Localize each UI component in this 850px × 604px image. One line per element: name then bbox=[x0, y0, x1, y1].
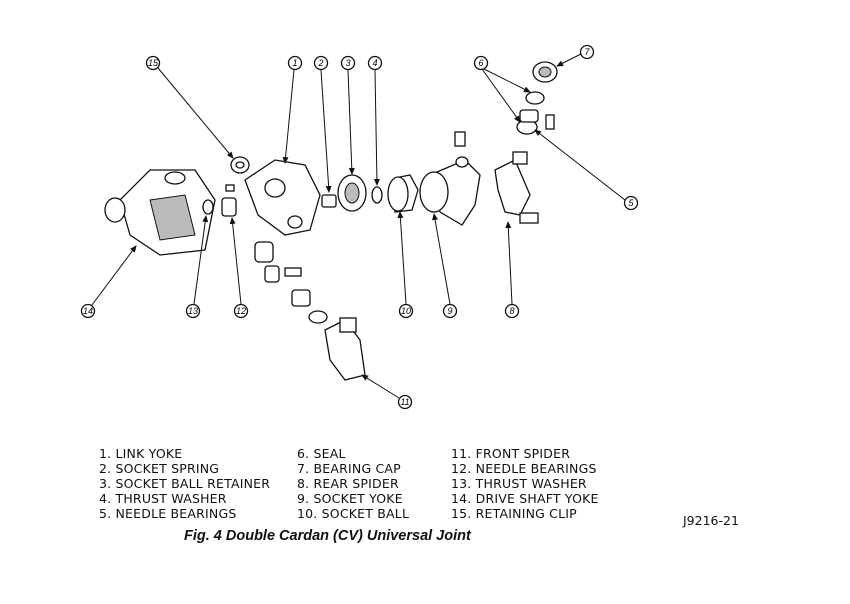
callout-13: 13 bbox=[185, 303, 201, 319]
svg-text:12: 12 bbox=[236, 306, 246, 316]
legend-column-3: 11. FRONT SPIDER 12. NEEDLE BEARINGS 13.… bbox=[451, 446, 599, 521]
legend-item: 2. SOCKET SPRING bbox=[99, 461, 220, 476]
legend-item: 12. NEEDLE BEARINGS bbox=[451, 461, 597, 476]
callout-3: 3 bbox=[340, 55, 356, 71]
legend-item: 13. THRUST WASHER bbox=[451, 476, 587, 491]
needle-bearings-12 bbox=[221, 184, 237, 217]
socket-ball-retainer bbox=[337, 174, 367, 212]
retaining-clip bbox=[230, 156, 250, 174]
svg-text:8: 8 bbox=[509, 306, 514, 316]
figure-caption: Fig. 4 Double Cardan (CV) Universal Join… bbox=[184, 528, 471, 544]
callout-9: 9 bbox=[442, 303, 458, 319]
legend-item: 3. SOCKET BALL RETAINER bbox=[99, 476, 271, 491]
needle-bearings-5 bbox=[519, 109, 539, 123]
svg-text:1: 1 bbox=[292, 58, 297, 68]
callout-8: 8 bbox=[504, 303, 520, 319]
legend-item: 15. RETAINING CLIP bbox=[451, 506, 577, 521]
legend-item: 6. SEAL bbox=[297, 446, 346, 461]
svg-text:3: 3 bbox=[345, 58, 350, 68]
callout-15: 15 bbox=[145, 55, 161, 71]
bearing-cap bbox=[532, 61, 558, 83]
legend-item: 11. FRONT SPIDER bbox=[451, 446, 571, 461]
callout-1: 1 bbox=[287, 55, 303, 71]
svg-text:7: 7 bbox=[584, 47, 590, 57]
socket-ball bbox=[387, 174, 419, 213]
drive-shaft-yoke bbox=[104, 169, 216, 256]
svg-text:9: 9 bbox=[447, 306, 452, 316]
leader-lines bbox=[91, 53, 626, 399]
front-spider-assembly bbox=[254, 241, 366, 381]
svg-text:6: 6 bbox=[478, 58, 483, 68]
callout-14: 14 bbox=[80, 303, 96, 319]
legend-item: 5. NEEDLE BEARINGS bbox=[99, 506, 237, 521]
legend-item: 14. DRIVE SHAFT YOKE bbox=[451, 491, 599, 506]
svg-text:14: 14 bbox=[83, 306, 93, 316]
figure-id: J9216-21 bbox=[683, 513, 739, 528]
svg-text:2: 2 bbox=[317, 58, 323, 68]
legend-item: 1. LINK YOKE bbox=[99, 446, 183, 461]
svg-text:15: 15 bbox=[148, 58, 159, 68]
svg-text:13: 13 bbox=[188, 306, 198, 316]
callout-10: 10 bbox=[398, 303, 414, 319]
socket-yoke bbox=[419, 131, 481, 226]
legend-item: 7. BEARING CAP bbox=[297, 461, 401, 476]
legend-column-2: 6. SEAL 7. BEARING CAP 8. REAR SPIDER 9.… bbox=[297, 446, 409, 521]
legend-item: 4. THRUST WASHER bbox=[99, 491, 227, 506]
link-yoke bbox=[244, 159, 321, 236]
legend-column-1: 1. LINK YOKE 2. SOCKET SPRING 3. SOCKET … bbox=[99, 446, 270, 521]
callout-2: 2 bbox=[313, 55, 329, 71]
callout-12: 12 bbox=[233, 303, 249, 319]
svg-text:4: 4 bbox=[372, 58, 377, 68]
svg-text:11: 11 bbox=[400, 397, 409, 407]
callout-6: 6 bbox=[473, 55, 489, 71]
svg-text:10: 10 bbox=[401, 306, 411, 316]
callout-5: 5 bbox=[623, 195, 639, 211]
callout-4: 4 bbox=[367, 55, 383, 71]
callout-7: 7 bbox=[579, 44, 595, 60]
svg-text:5: 5 bbox=[628, 198, 634, 208]
thrust-washer-4 bbox=[371, 186, 383, 204]
legend-item: 10. SOCKET BALL bbox=[297, 506, 410, 521]
legend-item: 8. REAR SPIDER bbox=[297, 476, 399, 491]
thrust-washer-13 bbox=[202, 199, 214, 215]
legend-item: 9. SOCKET YOKE bbox=[297, 491, 403, 506]
exploded-view-diagram: 1 2 3 4 5 6 7 8 9 10 11 12 13 14 15 bbox=[80, 44, 639, 410]
rear-spider bbox=[494, 114, 555, 224]
callout-11: 11 bbox=[397, 394, 413, 410]
socket-spring bbox=[321, 194, 337, 208]
